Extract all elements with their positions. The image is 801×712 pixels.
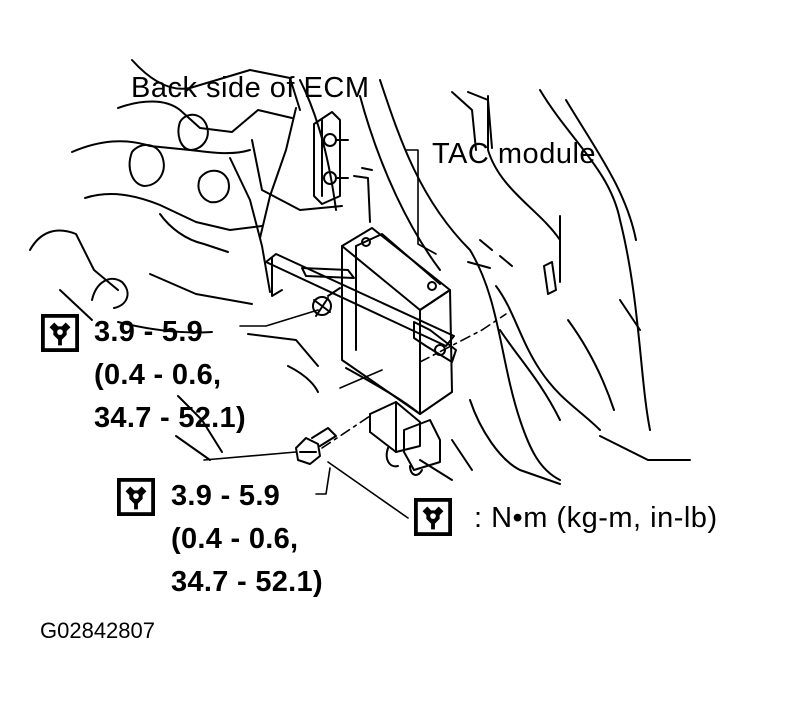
back-side-of-ecm-label: Back side of ECM — [131, 72, 370, 104]
torque-spec-1-inlb: 34.7 - 52.1) — [94, 402, 246, 434]
torque-spec-1-nm: 3.9 - 5.9 — [94, 316, 204, 348]
tac-module-box — [341, 227, 453, 415]
right-body-panel — [359, 79, 691, 485]
tac-module-label: TAC module — [432, 138, 597, 170]
torque-spec-1-kgm: (0.4 - 0.6, — [94, 359, 222, 391]
ecm-bracket — [313, 111, 373, 223]
upper-bolt — [312, 287, 341, 317]
torque-spec-2-nm: 3.9 - 5.9 — [171, 480, 281, 512]
mounting-strap — [265, 253, 457, 363]
connectors — [369, 401, 441, 476]
body-structure — [29, 59, 343, 461]
leader-lines — [203, 149, 507, 519]
torque-spec-2-kgm: (0.4 - 0.6, — [171, 523, 299, 555]
torque-spec-2-inlb: 34.7 - 52.1) — [171, 566, 323, 598]
figure-id: G02842807 — [40, 618, 155, 643]
torque-units-legend: : N•m (kg-m, in-lb) — [474, 502, 718, 534]
torque-wrench-icon — [41, 314, 79, 352]
torque-wrench-icon — [414, 498, 452, 536]
torque-wrench-icon — [117, 478, 155, 516]
lower-bolt — [295, 427, 337, 465]
